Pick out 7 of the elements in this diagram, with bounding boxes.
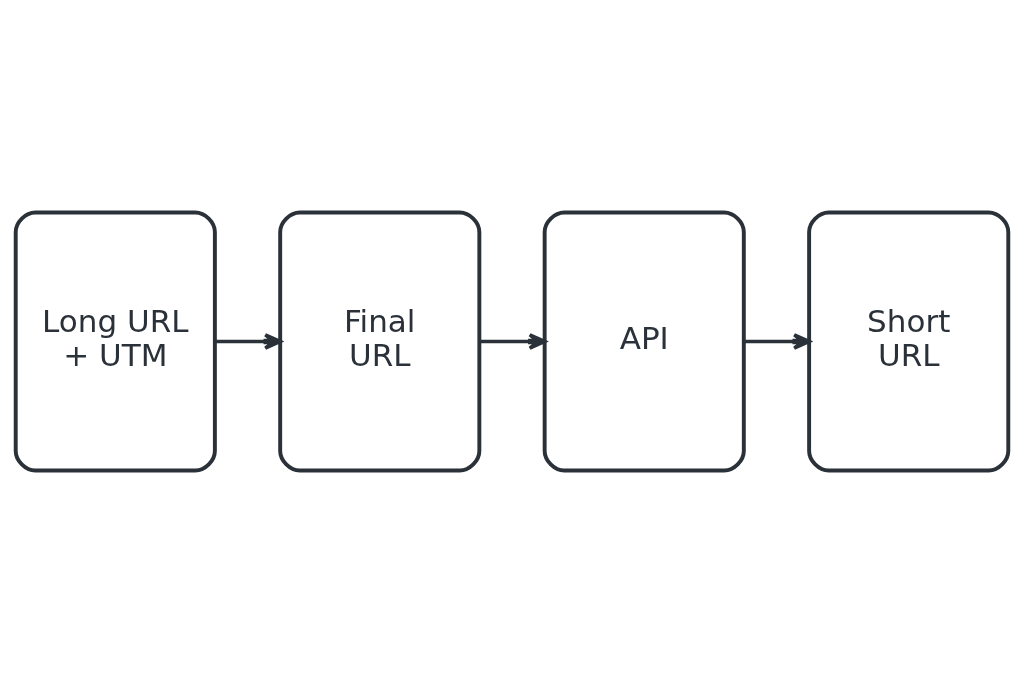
node-box: Final URL [278, 210, 482, 473]
node-box: API [542, 210, 746, 473]
node-box: Long URL + UTM [13, 210, 217, 473]
arrow [743, 333, 811, 350]
arrow [214, 333, 282, 350]
node-box: Short URL [807, 210, 1011, 473]
arrow [479, 333, 547, 350]
